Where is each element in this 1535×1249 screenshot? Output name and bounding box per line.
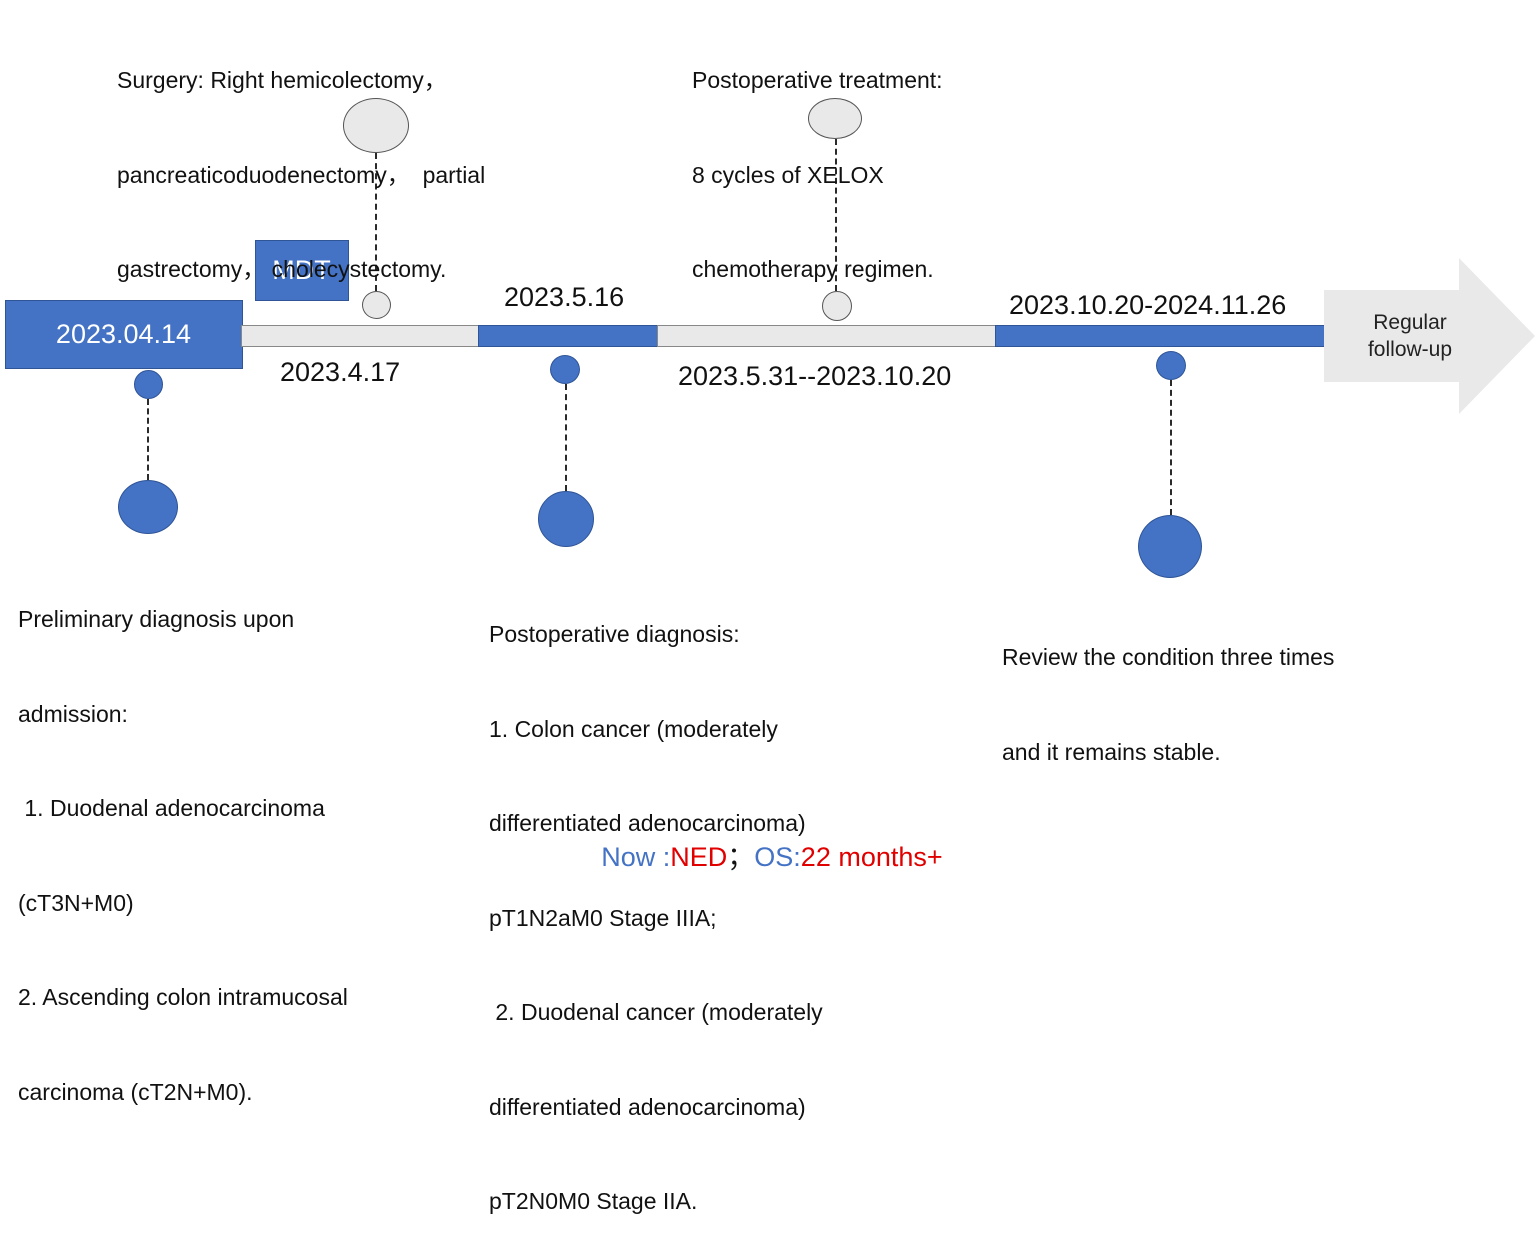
date-range-chemotherapy: 2023.5.31--2023.10.20 (678, 361, 952, 391)
timeline-segment-surgery (241, 325, 480, 347)
note-line: carcinoma (cT2N+M0). (18, 1078, 253, 1105)
connector-line-surgery (375, 153, 377, 291)
note-line: pT1N2aM0 Stage IIIA; (489, 904, 717, 931)
postoperative-diagnosis-note: Postoperative diagnosis: 1. Colon cancer… (489, 556, 823, 1249)
connector-dot-review-large (1138, 515, 1202, 578)
connector-dot-chemo-small (822, 291, 852, 321)
note-line: 8 cycles of XELOX (692, 161, 884, 188)
note-line: admission: (18, 700, 128, 727)
note-line: differentiated adenocarcinoma) (489, 810, 806, 836)
connector-dot-review-small (1156, 351, 1186, 380)
note-line: chemotherapy regimen. (692, 256, 934, 282)
note-line: Preliminary diagnosis upon (18, 606, 295, 632)
note-line: Review the condition three times (1002, 644, 1335, 670)
note-line: 1. Colon cancer (moderately (489, 715, 778, 742)
connector-dot-prelim-small (134, 370, 163, 399)
os-label: OS: (754, 842, 801, 872)
timeline-segment-postop-diagnosis (478, 325, 659, 347)
postop-treatment-note: Postoperative treatment: 8 cycles of XEL… (692, 2, 943, 317)
arrow-label-line: Regular (1373, 311, 1447, 334)
date-2023-4-17: 2023.4.17 (280, 357, 401, 387)
mdt-box: MDT (255, 240, 349, 301)
timeline-segment-review (995, 325, 1327, 347)
surgery-note: Surgery: Right hemicolectomy， pancreatic… (117, 2, 485, 317)
connector-dot-chemo-large (808, 98, 862, 139)
timeline-segment-chemotherapy (657, 325, 997, 347)
review-note: Review the condition three times and it … (1002, 579, 1334, 800)
note-line: and it remains stable. (1002, 738, 1221, 765)
date-2023-04-14: 2023.04.14 (55, 319, 192, 349)
note-line: (cT3N+M0) (18, 889, 134, 916)
arrow-label-line: follow-up (1367, 338, 1453, 361)
os-value: 22 months+ (800, 842, 943, 872)
note-line: 2. Ascending colon intramucosal (18, 984, 348, 1010)
connector-dot-surgery-large (343, 98, 409, 153)
note-line: gastrectomy， cholecystectomy. (117, 256, 447, 282)
note-line: Surgery: Right hemicolectomy， (117, 67, 447, 93)
connector-line-postop (565, 384, 567, 491)
timeline-arrow (1324, 258, 1535, 414)
note-line: pancreaticoduodenectomy， partial (117, 161, 486, 188)
connector-dot-postop-small (550, 355, 580, 384)
connector-line-chemo (835, 139, 837, 291)
status-footer: Now :NED；OS:22 months+ (0, 817, 1535, 874)
connector-line-review (1170, 380, 1172, 515)
now-value: NED (670, 842, 728, 872)
mdt-label: MDT (272, 255, 331, 285)
date-2023-5-16: 2023.5.16 (504, 282, 625, 312)
note-line: differentiated adenocarcinoma) (489, 1093, 806, 1120)
timeline-start-box: 2023.04.14 (5, 300, 243, 369)
note-line: 1. Duodenal adenocarcinoma (18, 795, 325, 821)
footer-separator: ； (727, 842, 755, 872)
date-range-review: 2023.10.20-2024.11.26 (1009, 290, 1287, 320)
connector-line-prelim (147, 399, 149, 480)
connector-dot-prelim-large (118, 480, 178, 534)
now-label: Now : (601, 842, 671, 872)
note-line: 2. Duodenal cancer (moderately (489, 999, 823, 1025)
connector-dot-postop-large (538, 491, 594, 547)
connector-dot-surgery-small (362, 291, 391, 319)
note-line: pT2N0M0 Stage IIA. (489, 1188, 698, 1214)
note-line: Postoperative treatment: (692, 67, 943, 93)
arrow-label: Regular follow-up (1342, 309, 1478, 363)
note-line: Postoperative diagnosis: (489, 621, 740, 647)
